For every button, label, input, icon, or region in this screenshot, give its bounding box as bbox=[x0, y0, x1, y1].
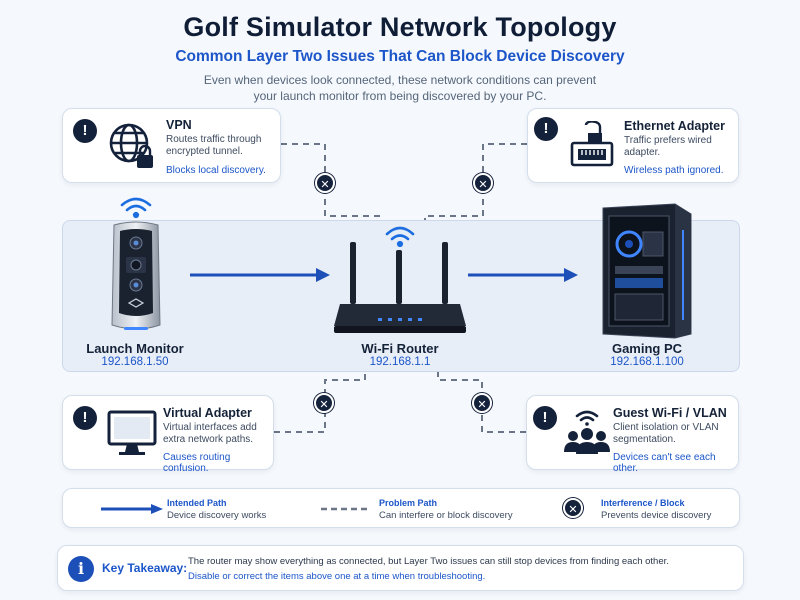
globe-lock-icon bbox=[109, 123, 153, 168]
guest-effect: Devices can't see each other. bbox=[613, 452, 716, 474]
page-subtitle: Common Layer Two Issues That Can Block D… bbox=[175, 48, 625, 65]
vpn-effect: Blocks local discovery. bbox=[166, 165, 266, 176]
virtual-title: Virtual Adapter bbox=[163, 406, 252, 420]
users-wifi-icon bbox=[564, 410, 610, 454]
virtual-effect: Causes routing confusion. bbox=[163, 452, 231, 474]
launch-monitor-name: Launch Monitor bbox=[86, 341, 184, 356]
guest-title: Guest Wi-Fi / VLAN bbox=[613, 406, 727, 420]
legend-intended-desc: Device discovery works bbox=[167, 510, 267, 521]
warning-icon: ! bbox=[534, 117, 558, 141]
vpn-description: Routes traffic through encrypted tunnel. bbox=[166, 134, 262, 157]
warning-icon: ! bbox=[533, 406, 557, 430]
warning-icon: ! bbox=[73, 119, 97, 143]
page-title: Golf Simulator Network Topology bbox=[183, 12, 617, 42]
legend-block-icon: ✕ bbox=[563, 498, 583, 518]
legend-intended-title: Intended Path bbox=[167, 498, 227, 508]
gaming-pc-ip: 192.168.1.100 bbox=[610, 356, 684, 368]
virtual-adapter-issue-card[interactable]: ! Virtual Adapter Virtual interfaces add… bbox=[62, 395, 274, 474]
virtual-problem-path bbox=[274, 366, 366, 433]
router-ip: 192.168.1.1 bbox=[369, 356, 431, 368]
ethernet-issue-card[interactable]: ! Ethernet Adapter Traffic prefers wired… bbox=[527, 108, 739, 183]
legend-block-desc: Prevents device discovery bbox=[601, 510, 712, 521]
vpn-issue-card[interactable]: ! VPN Routes traffic through encrypted t… bbox=[62, 108, 281, 183]
guest-vlan-issue-card[interactable]: ! Guest Wi-Fi / VLAN Client isolation or… bbox=[526, 395, 739, 474]
monitor-icon bbox=[107, 410, 157, 455]
intro-text: Even when devices look connected, these … bbox=[203, 73, 597, 103]
takeaway-line-1: The router may show everything as connec… bbox=[188, 556, 669, 567]
block-marker-vpn: ✕ bbox=[315, 173, 335, 193]
router-name: Wi-Fi Router bbox=[361, 341, 439, 356]
ethernet-effect: Wireless path ignored. bbox=[624, 165, 724, 176]
ethernet-title: Ethernet Adapter bbox=[624, 119, 725, 133]
legend-block-title: Interference / Block bbox=[601, 498, 685, 508]
legend-problem-line bbox=[321, 507, 369, 511]
launch-monitor-device[interactable] bbox=[100, 193, 172, 343]
gaming-pc-device[interactable] bbox=[595, 200, 695, 340]
takeaway-label: Key Takeaway: bbox=[102, 561, 188, 575]
wifi-router-device[interactable] bbox=[330, 222, 470, 340]
vpn-title: VPN bbox=[166, 118, 192, 132]
wifi-icon bbox=[120, 197, 152, 219]
wifi-icon bbox=[385, 226, 415, 248]
block-marker-guest: ✕ bbox=[472, 393, 492, 413]
info-icon: i bbox=[68, 556, 94, 582]
takeaway-line-2: Disable or correct the items above one a… bbox=[188, 571, 486, 582]
block-marker-ethernet: ✕ bbox=[473, 173, 493, 193]
gaming-pc-name: Gaming PC bbox=[611, 341, 683, 356]
ethernet-description: Traffic prefers wired adapter. bbox=[624, 135, 712, 158]
legend: Intended Path Device discovery works Pro… bbox=[62, 488, 740, 528]
guest-description: Client isolation or VLAN segmentation. bbox=[613, 422, 719, 445]
virtual-description: Virtual interfaces add extra network pat… bbox=[163, 422, 257, 445]
warning-icon: ! bbox=[73, 406, 97, 430]
ethernet-port-icon bbox=[570, 121, 614, 167]
key-takeaway-banner: i Key Takeaway: The router may show ever… bbox=[57, 545, 744, 591]
legend-problem-title: Problem Path bbox=[379, 498, 438, 508]
guest-problem-path bbox=[437, 366, 526, 433]
launch-monitor-ip: 192.168.1.50 bbox=[101, 356, 169, 368]
legend-intended-line bbox=[101, 504, 163, 514]
legend-problem-desc: Can interfere or block discovery bbox=[379, 510, 513, 521]
block-marker-virtual: ✕ bbox=[314, 393, 334, 413]
